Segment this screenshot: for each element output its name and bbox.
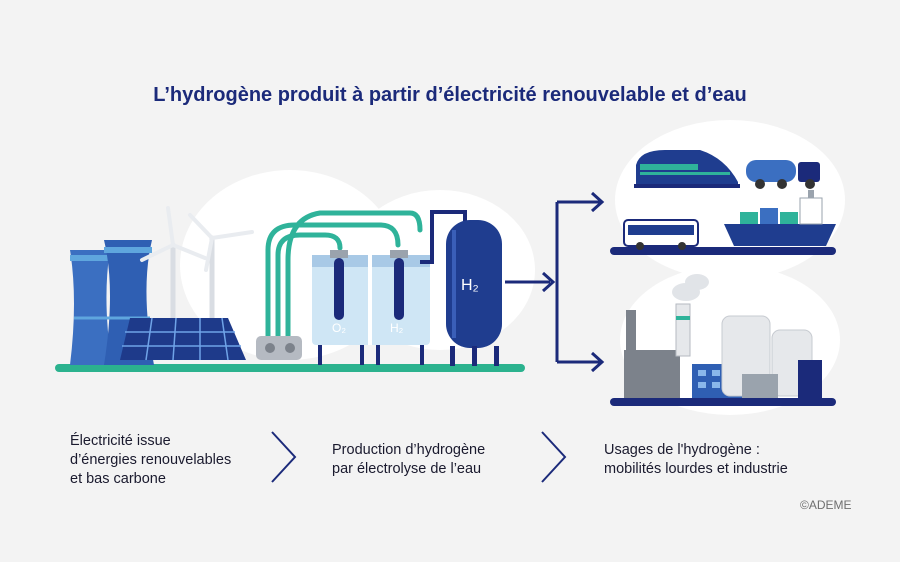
caption-line: Production d’hydrogène <box>332 442 486 458</box>
wind-turbine-icon <box>140 206 254 333</box>
chevron-right-icon <box>271 431 297 483</box>
green-pipes <box>265 210 423 345</box>
compressor-icon <box>256 336 302 360</box>
ship-icon <box>724 190 836 246</box>
caption-line: par électrolyse de l’eau <box>332 461 482 477</box>
ground-line <box>55 364 525 372</box>
distribution-arrows <box>505 191 605 373</box>
train-icon <box>634 150 740 188</box>
hydrogen-label-small: H₂ <box>390 321 404 335</box>
caption-line: mobilités lourdes et industrie <box>604 461 788 477</box>
navy-pipe <box>420 210 467 264</box>
cooling-tower-icon <box>70 240 154 365</box>
hydrogen-tank-label: H₂ <box>461 277 479 294</box>
caption-line: d’énergies renouvelables <box>70 452 232 468</box>
chevron-right-icon <box>541 431 567 483</box>
electrolyser-icon <box>312 250 430 365</box>
solar-panel-icon <box>120 317 246 361</box>
copyright-notice: ©ADEME <box>800 498 852 512</box>
caption-line: Électricité issue <box>70 433 171 449</box>
truck-icon <box>746 160 820 189</box>
hydrogen-tank-icon <box>446 220 502 366</box>
caption-line: Usages de l'hydrogène : <box>604 442 760 458</box>
step-caption-electrolysis: Production d’hydrogène par électrolyse d… <box>332 441 485 479</box>
bus-icon <box>623 219 699 250</box>
page-title: L’hydrogène produit à partir d’électrici… <box>153 84 747 106</box>
industry-plant <box>610 274 836 406</box>
oxygen-label: O₂ <box>332 321 346 335</box>
transport-vehicles <box>610 150 836 255</box>
step-caption-energy: Électricité issue d’énergies renouvelabl… <box>70 432 231 489</box>
step-caption-uses: Usages de l'hydrogène : mobilités lourde… <box>604 441 788 479</box>
caption-line: et bas carbone <box>70 471 166 487</box>
